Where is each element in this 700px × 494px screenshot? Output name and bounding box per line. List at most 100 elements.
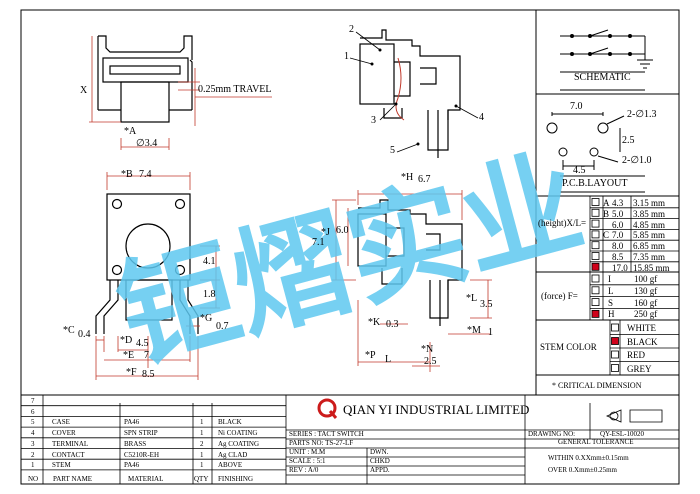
bom-no: 1 [31,461,35,470]
front-view-top [97,35,193,123]
bom-head-mat: MATERIAL [128,475,164,483]
pcb-dim-70: 7.0 [570,101,583,112]
dim-m-val: 1 [488,327,493,338]
force-code: S [608,297,614,308]
unit: UNIT : M.M [289,448,326,456]
stem-color-value: WHITE [627,323,656,333]
height-x-value: 5.0 [612,208,624,219]
bom-no: 2 [31,450,35,459]
force-code: H [608,309,615,320]
height-l-value: 3.85 mm [633,208,666,219]
tolerance-2: OVER 0.Xmm±0.25mm [548,466,617,474]
dim-n: *N [421,344,434,355]
balloon-3: 3 [371,115,376,126]
stem-color-value: GREY [627,363,652,374]
pcb-dim-13: 2-∅1.3 [627,109,657,120]
force-label: (force) F= [541,291,578,301]
height-checkbox[interactable] [591,198,600,206]
bom-qty: 1 [200,418,204,427]
dim-41: 4.1 [203,256,216,267]
bom-material: BRASS [124,439,147,448]
stem-color-checkbox[interactable] [611,323,619,332]
height-x-value: 8.5 [612,252,624,262]
height-checkbox[interactable] [591,252,600,260]
height-l-value: 4.85 mm [633,219,666,230]
stem-color-checkbox[interactable] [611,337,619,345]
dim-h-val: 6.7 [418,174,431,185]
bom-no: 7 [31,397,35,405]
dim-j-inner: 6.0 [336,225,349,236]
height-l-value: 5.85 mm [633,230,666,241]
stem-color-label: STEM COLOR [540,342,597,352]
height-l-value: 7.35 mm [633,252,666,262]
chkd: CHKD [370,457,390,465]
tolerance-1: WITHIN 0.XXmm±0.15mm [548,454,629,462]
bom-qty: 1 [200,429,204,438]
rev: REV : A/0 [289,466,319,474]
company-logo-icon [317,398,338,419]
height-checkbox[interactable] [591,230,600,239]
bom-qty: 1 [200,450,204,459]
dim-18: 1.8 [203,289,216,300]
company-name: QIAN YI INDUSTRIAL LIMITED [343,402,530,417]
height-l-value: 3.15 mm [633,198,666,208]
force-checkbox[interactable] [591,274,600,283]
dim-b: *B [121,169,133,180]
force-value: 250 gf [634,309,658,320]
force-code: I [608,274,611,284]
force-checkbox[interactable] [591,309,600,318]
height-label: (height)X/L= [538,218,587,228]
force-code: L [608,285,614,296]
bom-finishing: BLACK [218,418,242,427]
front-view-bottom [95,193,199,334]
height-code: A [603,198,610,208]
dim-j: *J [321,227,330,238]
watermark-text: 钜熠实业 [104,131,596,386]
sheet-border [20,9,680,485]
stem-color-value: BLACK [627,336,658,347]
height-checkbox[interactable] [591,208,600,217]
dim-h: *H [401,172,414,183]
pcb-dim-25: 2.5 [622,135,635,146]
bom-part: COVER [52,429,76,438]
dim-b-val: 7.4 [139,169,152,180]
bom-material: PA46 [124,418,140,427]
height-code: C [603,230,610,241]
dim-dia34: ∅3.4 [136,138,158,149]
bom-material: SPN STRIP [124,429,158,438]
height-checkbox[interactable] [591,262,600,271]
force-checkbox[interactable] [591,298,600,307]
stem-color-checkbox[interactable] [611,364,619,372]
height-x-value: 4.3 [612,198,624,208]
dim-p-val: L [385,354,392,365]
force-checkbox[interactable] [591,286,600,295]
drawing-no: QY-ESL-10020 [600,430,644,438]
pcb-dim-45: 4.5 [573,165,586,176]
appd: APPD. [370,466,390,474]
dim-g: *G [200,313,213,324]
dim-f-val: 8.5 [142,369,155,380]
bom-material: C5210R-EH [124,450,159,459]
bom-head-fin: FINISHING [218,475,253,483]
pcb-dim-10: 2-∅1.0 [622,155,652,166]
bom-no: 5 [31,418,35,427]
stem-color-checkbox[interactable] [611,350,619,359]
dim-j-val: 7.1 [312,237,325,248]
force-value: 100 gf [634,274,658,284]
tolerance-title: GENERAL TOLERANCE [558,438,634,446]
dim-l-val: 3.5 [480,299,493,310]
bom-finishing: ABOVE [218,461,243,470]
bom-head-part: PART NAME [53,475,93,483]
dim-d-val: 4.5 [136,338,149,349]
height-checkbox[interactable] [591,241,600,250]
bom-qty: 1 [200,461,204,470]
scale: SCALE : 5:1 [289,457,326,465]
height-checkbox[interactable] [591,219,600,228]
bom-no: 6 [31,407,35,416]
bom-head-no: NO [28,475,39,483]
balloon-2: 2 [349,24,354,35]
height-l-value: 6.85 mm [633,241,666,252]
dim-n-val: 2.5 [424,356,437,367]
pcb-label: P.C.B.LAYOUT [562,178,628,189]
